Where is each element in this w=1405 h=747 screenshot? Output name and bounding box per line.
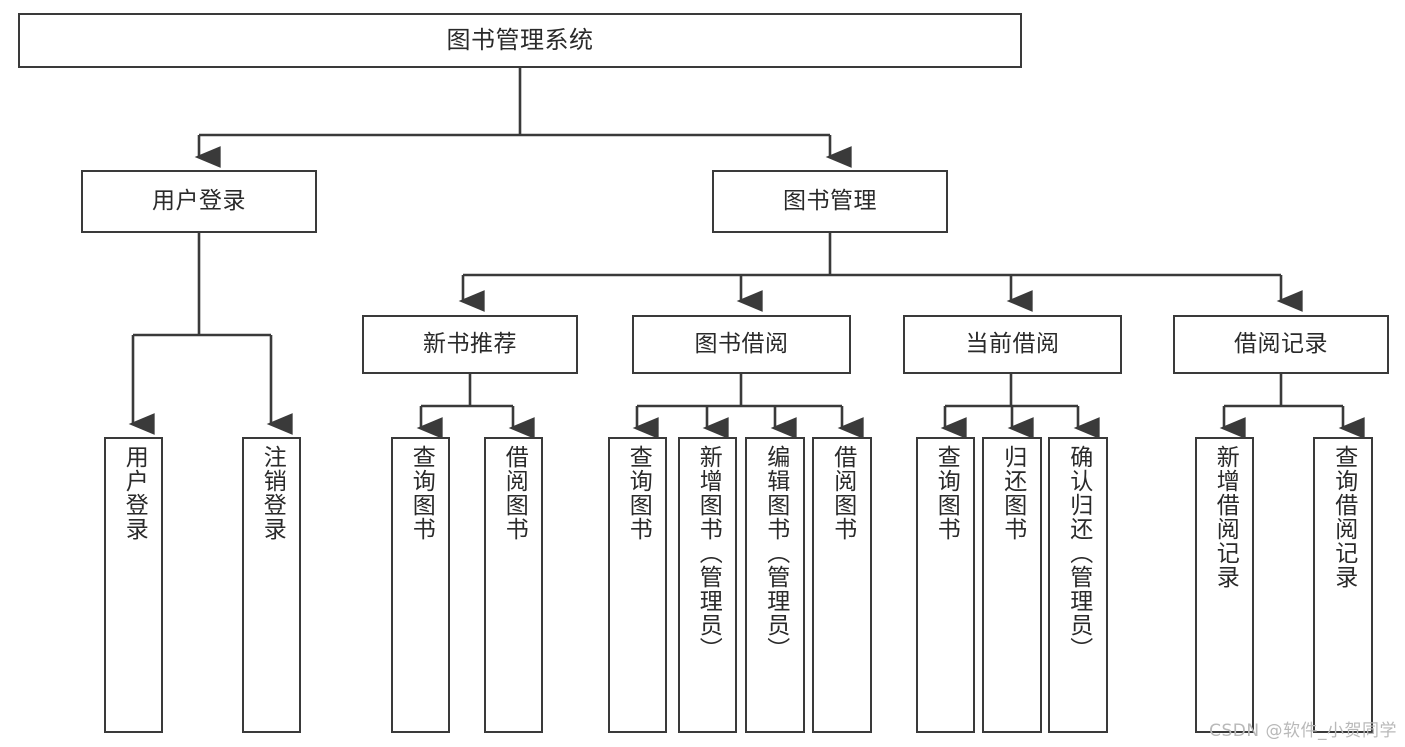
node-borrow-record[interactable]: 借阅记录 — [1173, 315, 1389, 374]
node-root-label: 图书管理系统 — [446, 25, 594, 54]
node-leaf-query-book-2[interactable]: 查询图书 — [608, 437, 667, 733]
node-new-book-recommend[interactable]: 新书推荐 — [362, 315, 578, 374]
node-leaf-borrow-book-2-label: 借阅图书 — [829, 445, 856, 541]
node-leaf-add-record[interactable]: 新增借阅记录 — [1195, 437, 1254, 733]
node-leaf-query-book-1[interactable]: 查询图书 — [391, 437, 450, 733]
node-leaf-logout-login-label: 注销登录 — [259, 445, 286, 541]
node-leaf-query-record[interactable]: 查询借阅记录 — [1313, 437, 1373, 733]
node-book-borrow[interactable]: 图书借阅 — [632, 315, 851, 374]
node-leaf-query-book-3-label: 查询图书 — [933, 445, 960, 541]
node-leaf-add-record-label: 新增借阅记录 — [1212, 445, 1239, 589]
node-leaf-user-login[interactable]: 用户登录 — [104, 437, 163, 733]
node-book-manage[interactable]: 图书管理 — [712, 170, 948, 233]
node-leaf-confirm-return-label: 确认归还（管理员） — [1065, 445, 1092, 661]
node-root[interactable]: 图书管理系统 — [18, 13, 1022, 68]
watermark-text: CSDN @软件_小贺同学 — [1209, 721, 1397, 741]
node-user-login-label: 用户登录 — [152, 188, 246, 215]
node-leaf-borrow-book-1-label: 借阅图书 — [501, 445, 528, 541]
node-current-borrow[interactable]: 当前借阅 — [903, 315, 1122, 374]
node-leaf-edit-book[interactable]: 编辑图书（管理员） — [745, 437, 805, 733]
node-user-login[interactable]: 用户登录 — [81, 170, 317, 233]
node-leaf-query-book-1-label: 查询图书 — [408, 445, 435, 541]
node-leaf-query-book-2-label: 查询图书 — [625, 445, 652, 541]
node-leaf-return-book-label: 归还图书 — [999, 445, 1026, 541]
node-leaf-query-book-3[interactable]: 查询图书 — [916, 437, 975, 733]
node-leaf-logout-login[interactable]: 注销登录 — [242, 437, 301, 733]
node-leaf-confirm-return[interactable]: 确认归还（管理员） — [1048, 437, 1108, 733]
node-leaf-user-login-label: 用户登录 — [121, 445, 148, 541]
node-new-book-recommend-label: 新书推荐 — [423, 331, 517, 358]
node-leaf-borrow-book-1[interactable]: 借阅图书 — [484, 437, 543, 733]
node-leaf-edit-book-label: 编辑图书（管理员） — [762, 445, 789, 661]
node-book-manage-label: 图书管理 — [783, 188, 877, 215]
node-leaf-query-record-label: 查询借阅记录 — [1330, 445, 1357, 589]
node-leaf-borrow-book-2[interactable]: 借阅图书 — [812, 437, 872, 733]
node-leaf-add-book-label: 新增图书（管理员） — [695, 445, 722, 661]
node-book-borrow-label: 图书借阅 — [694, 331, 789, 358]
node-leaf-add-book[interactable]: 新增图书（管理员） — [678, 437, 737, 733]
node-current-borrow-label: 当前借阅 — [965, 331, 1060, 358]
node-leaf-return-book[interactable]: 归还图书 — [982, 437, 1042, 733]
node-borrow-record-label: 借阅记录 — [1234, 331, 1328, 358]
